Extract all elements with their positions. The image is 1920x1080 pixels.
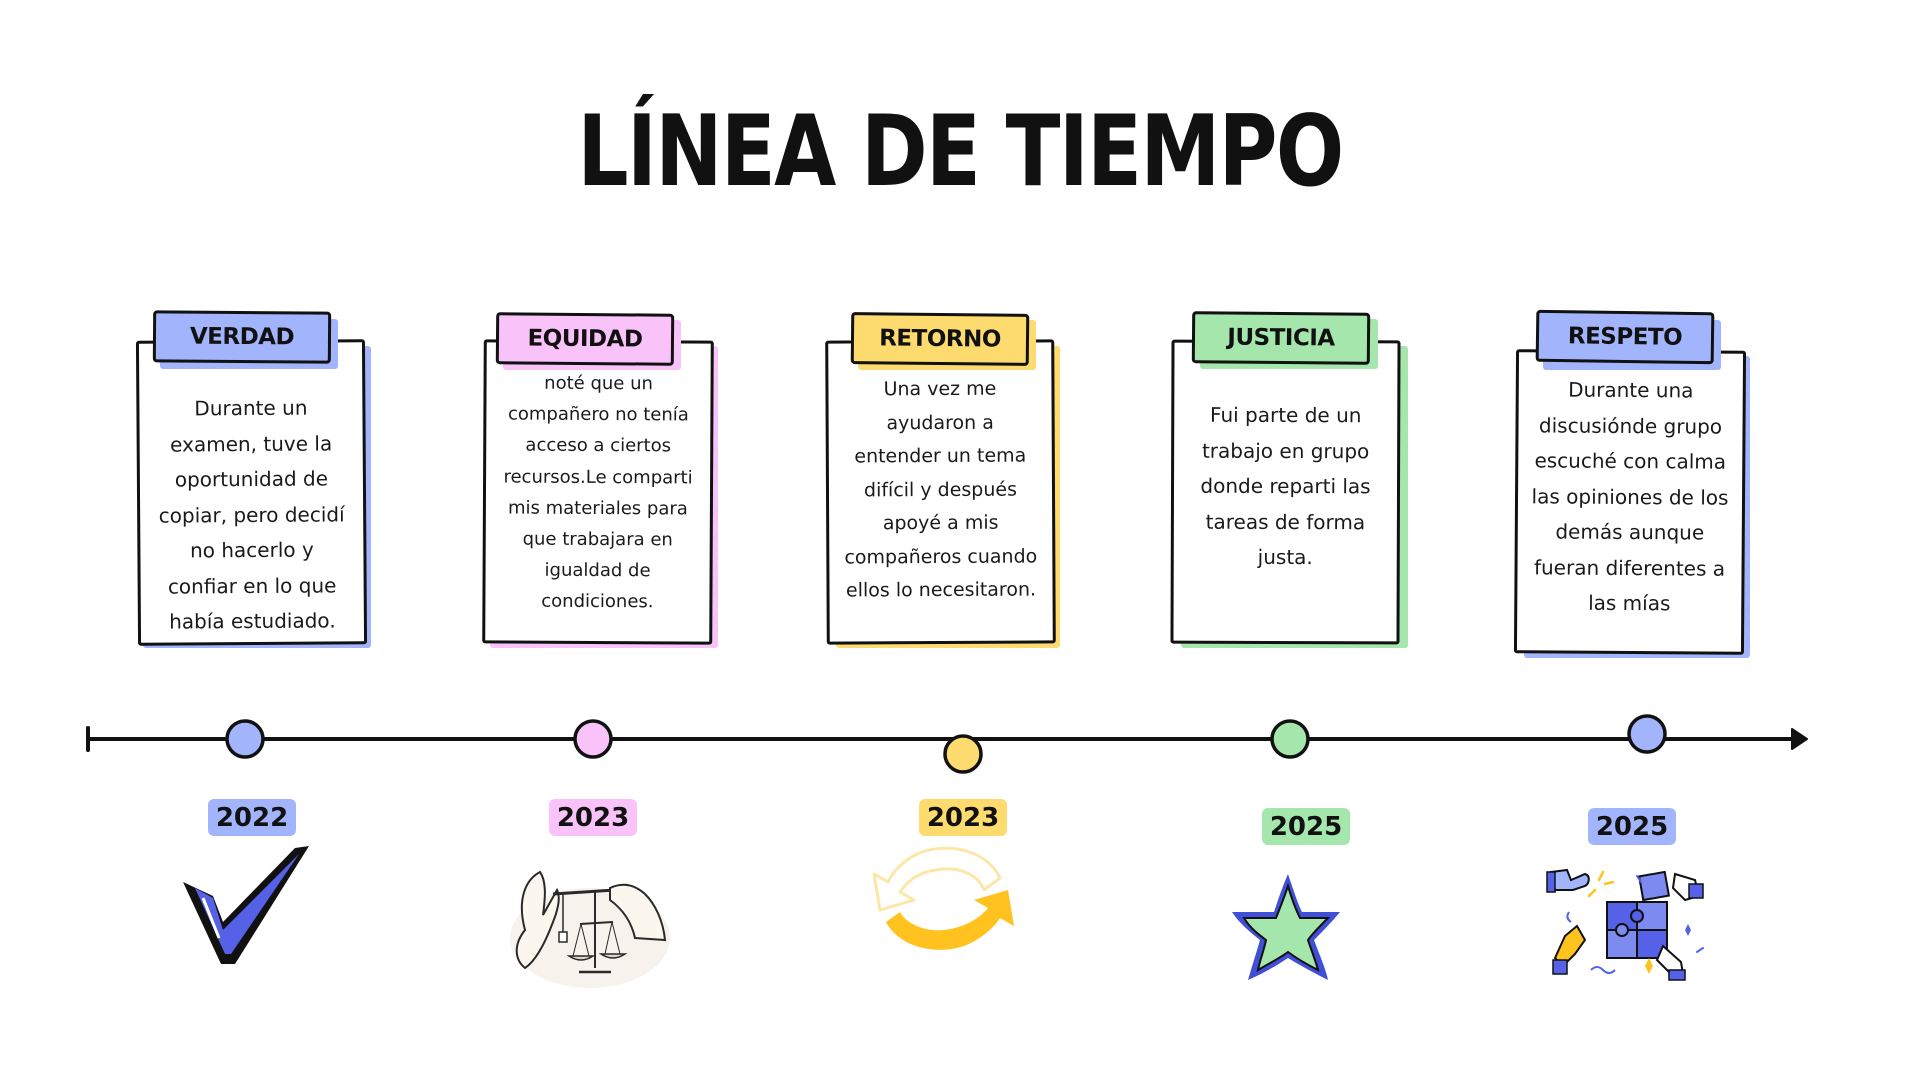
year-badge-4: 2025 xyxy=(1262,808,1350,845)
year-badge-2: 2023 xyxy=(549,799,637,836)
checkmark-icon xyxy=(183,846,309,964)
cycle-arrows-icon xyxy=(872,846,1014,950)
timeline-node-3 xyxy=(943,734,983,774)
puzzle-teamwork-icon xyxy=(1546,868,1704,981)
scales-of-justice-icon xyxy=(510,870,670,988)
page-title: LÍNEA DE TIEMPO xyxy=(577,95,1344,209)
timeline-node-4 xyxy=(1270,719,1310,759)
year-badge-3: 2023 xyxy=(919,799,1007,836)
year-badge-5: 2025 xyxy=(1588,808,1676,845)
timeline-node-2 xyxy=(573,719,613,759)
timeline-node-1 xyxy=(225,719,265,759)
year-badge-1: 2022 xyxy=(208,799,296,836)
star-icon xyxy=(1232,874,1340,980)
timeline-arrowhead xyxy=(1791,728,1808,750)
timeline-node-5 xyxy=(1627,714,1667,754)
